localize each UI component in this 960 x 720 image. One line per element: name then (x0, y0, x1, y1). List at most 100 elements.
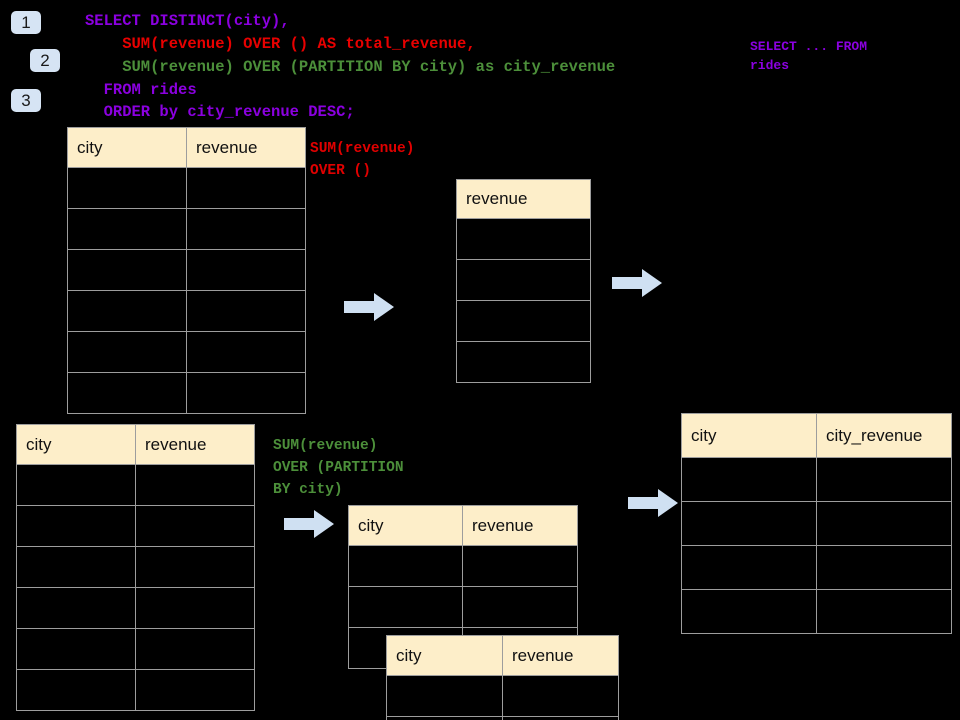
sql-line-total-revenue: SUM(revenue) OVER () AS total_revenue, (85, 35, 476, 53)
table-row (16, 546, 255, 588)
table-cell (502, 675, 619, 717)
table-row (67, 208, 306, 250)
table-row (16, 587, 255, 629)
table-row (456, 300, 591, 342)
table-cell (681, 545, 817, 590)
table-cell (16, 587, 136, 629)
table-row (386, 716, 619, 720)
table-row (681, 457, 952, 502)
table-row (67, 249, 306, 291)
table-cell (135, 464, 255, 506)
table-cell (67, 208, 187, 250)
table-cell (456, 218, 591, 260)
table-cell (456, 259, 591, 301)
table-cell (135, 546, 255, 588)
table-cell (16, 546, 136, 588)
table-cell (67, 167, 187, 209)
table-header-row: city city_revenue (681, 413, 952, 458)
sql-line-city-revenue: SUM(revenue) OVER (PARTITION BY city) as… (85, 58, 616, 76)
table-cell (386, 716, 503, 720)
table-header-row: revenue (456, 179, 591, 219)
sql-line-order-by: ORDER by city_revenue DESC; (85, 103, 355, 121)
table-cell (456, 341, 591, 383)
table-cell (67, 372, 187, 414)
table-header-row: city revenue (16, 424, 255, 465)
column-header-city-revenue: city_revenue (816, 413, 952, 458)
table-cell (67, 331, 187, 373)
table-row (456, 341, 591, 383)
table-row (681, 501, 952, 546)
table-cell (16, 464, 136, 506)
arrow-partition-to-result (628, 489, 678, 517)
sql-line-select: SELECT DISTINCT(city), (85, 12, 290, 30)
table-cell (16, 505, 136, 547)
arrow-source-to-partition (284, 510, 334, 538)
rides-source-table: city revenue (67, 127, 306, 414)
step-badge-1[interactable]: 1 (11, 11, 41, 34)
table-cell (135, 587, 255, 629)
table-cell (681, 501, 817, 546)
column-header-city: city (681, 413, 817, 458)
table-cell (348, 545, 463, 587)
table-cell (186, 290, 306, 332)
sql-line-from: FROM rides (85, 81, 197, 99)
step-badge-3[interactable]: 3 (11, 89, 41, 112)
column-header-revenue: revenue (502, 635, 619, 676)
arrow-source-to-total (344, 293, 394, 321)
step-badge-2[interactable]: 2 (30, 49, 60, 72)
rides-source-table-2: city revenue (16, 424, 255, 711)
table-row (67, 167, 306, 209)
table-cell (16, 628, 136, 670)
column-header-revenue: revenue (135, 424, 255, 465)
table-cell (502, 716, 619, 720)
table-row (16, 669, 255, 711)
table-row (16, 505, 255, 547)
partition-group-table-back: city revenue (348, 505, 578, 669)
table-row (16, 628, 255, 670)
column-header-city: city (348, 505, 463, 546)
table-row (67, 372, 306, 414)
table-row (16, 464, 255, 506)
total-revenue-table: revenue (456, 179, 591, 383)
source-query-label: SELECT ... FROM rides (750, 39, 868, 73)
table-row (67, 331, 306, 373)
table-header-row: city revenue (348, 505, 578, 546)
table-row (348, 586, 578, 628)
table-cell (186, 372, 306, 414)
table-header-row: city revenue (386, 635, 619, 676)
final-result-table: city city_revenue (681, 413, 952, 634)
annotation-over-empty: SUM(revenue) OVER () (310, 141, 415, 179)
table-cell (681, 589, 817, 634)
table-cell (186, 208, 306, 250)
table-cell (816, 589, 952, 634)
column-header-city: city (16, 424, 136, 465)
column-header-revenue: revenue (186, 127, 306, 168)
table-cell (816, 501, 952, 546)
table-cell (16, 669, 136, 711)
table-row (681, 545, 952, 590)
arrow-total-to-result (612, 269, 662, 297)
table-cell (816, 457, 952, 502)
table-row (456, 218, 591, 260)
table-row (67, 290, 306, 332)
table-cell (135, 669, 255, 711)
table-cell (456, 300, 591, 342)
annotation-over-partition: SUM(revenue) OVER (PARTITION BY city) (273, 438, 404, 498)
table-row (681, 589, 952, 634)
table-row (348, 545, 578, 587)
table-cell (186, 331, 306, 373)
table-cell (67, 290, 187, 332)
table-cell (462, 586, 578, 628)
table-cell (135, 628, 255, 670)
table-cell (186, 249, 306, 291)
table-cell (135, 505, 255, 547)
table-row (456, 259, 591, 301)
partition-group-table-front: city revenue (386, 635, 619, 720)
table-row (386, 675, 619, 717)
table-header-row: city revenue (67, 127, 306, 168)
column-header-city: city (67, 127, 187, 168)
table-cell (348, 586, 463, 628)
table-cell (816, 545, 952, 590)
table-cell (462, 545, 578, 587)
